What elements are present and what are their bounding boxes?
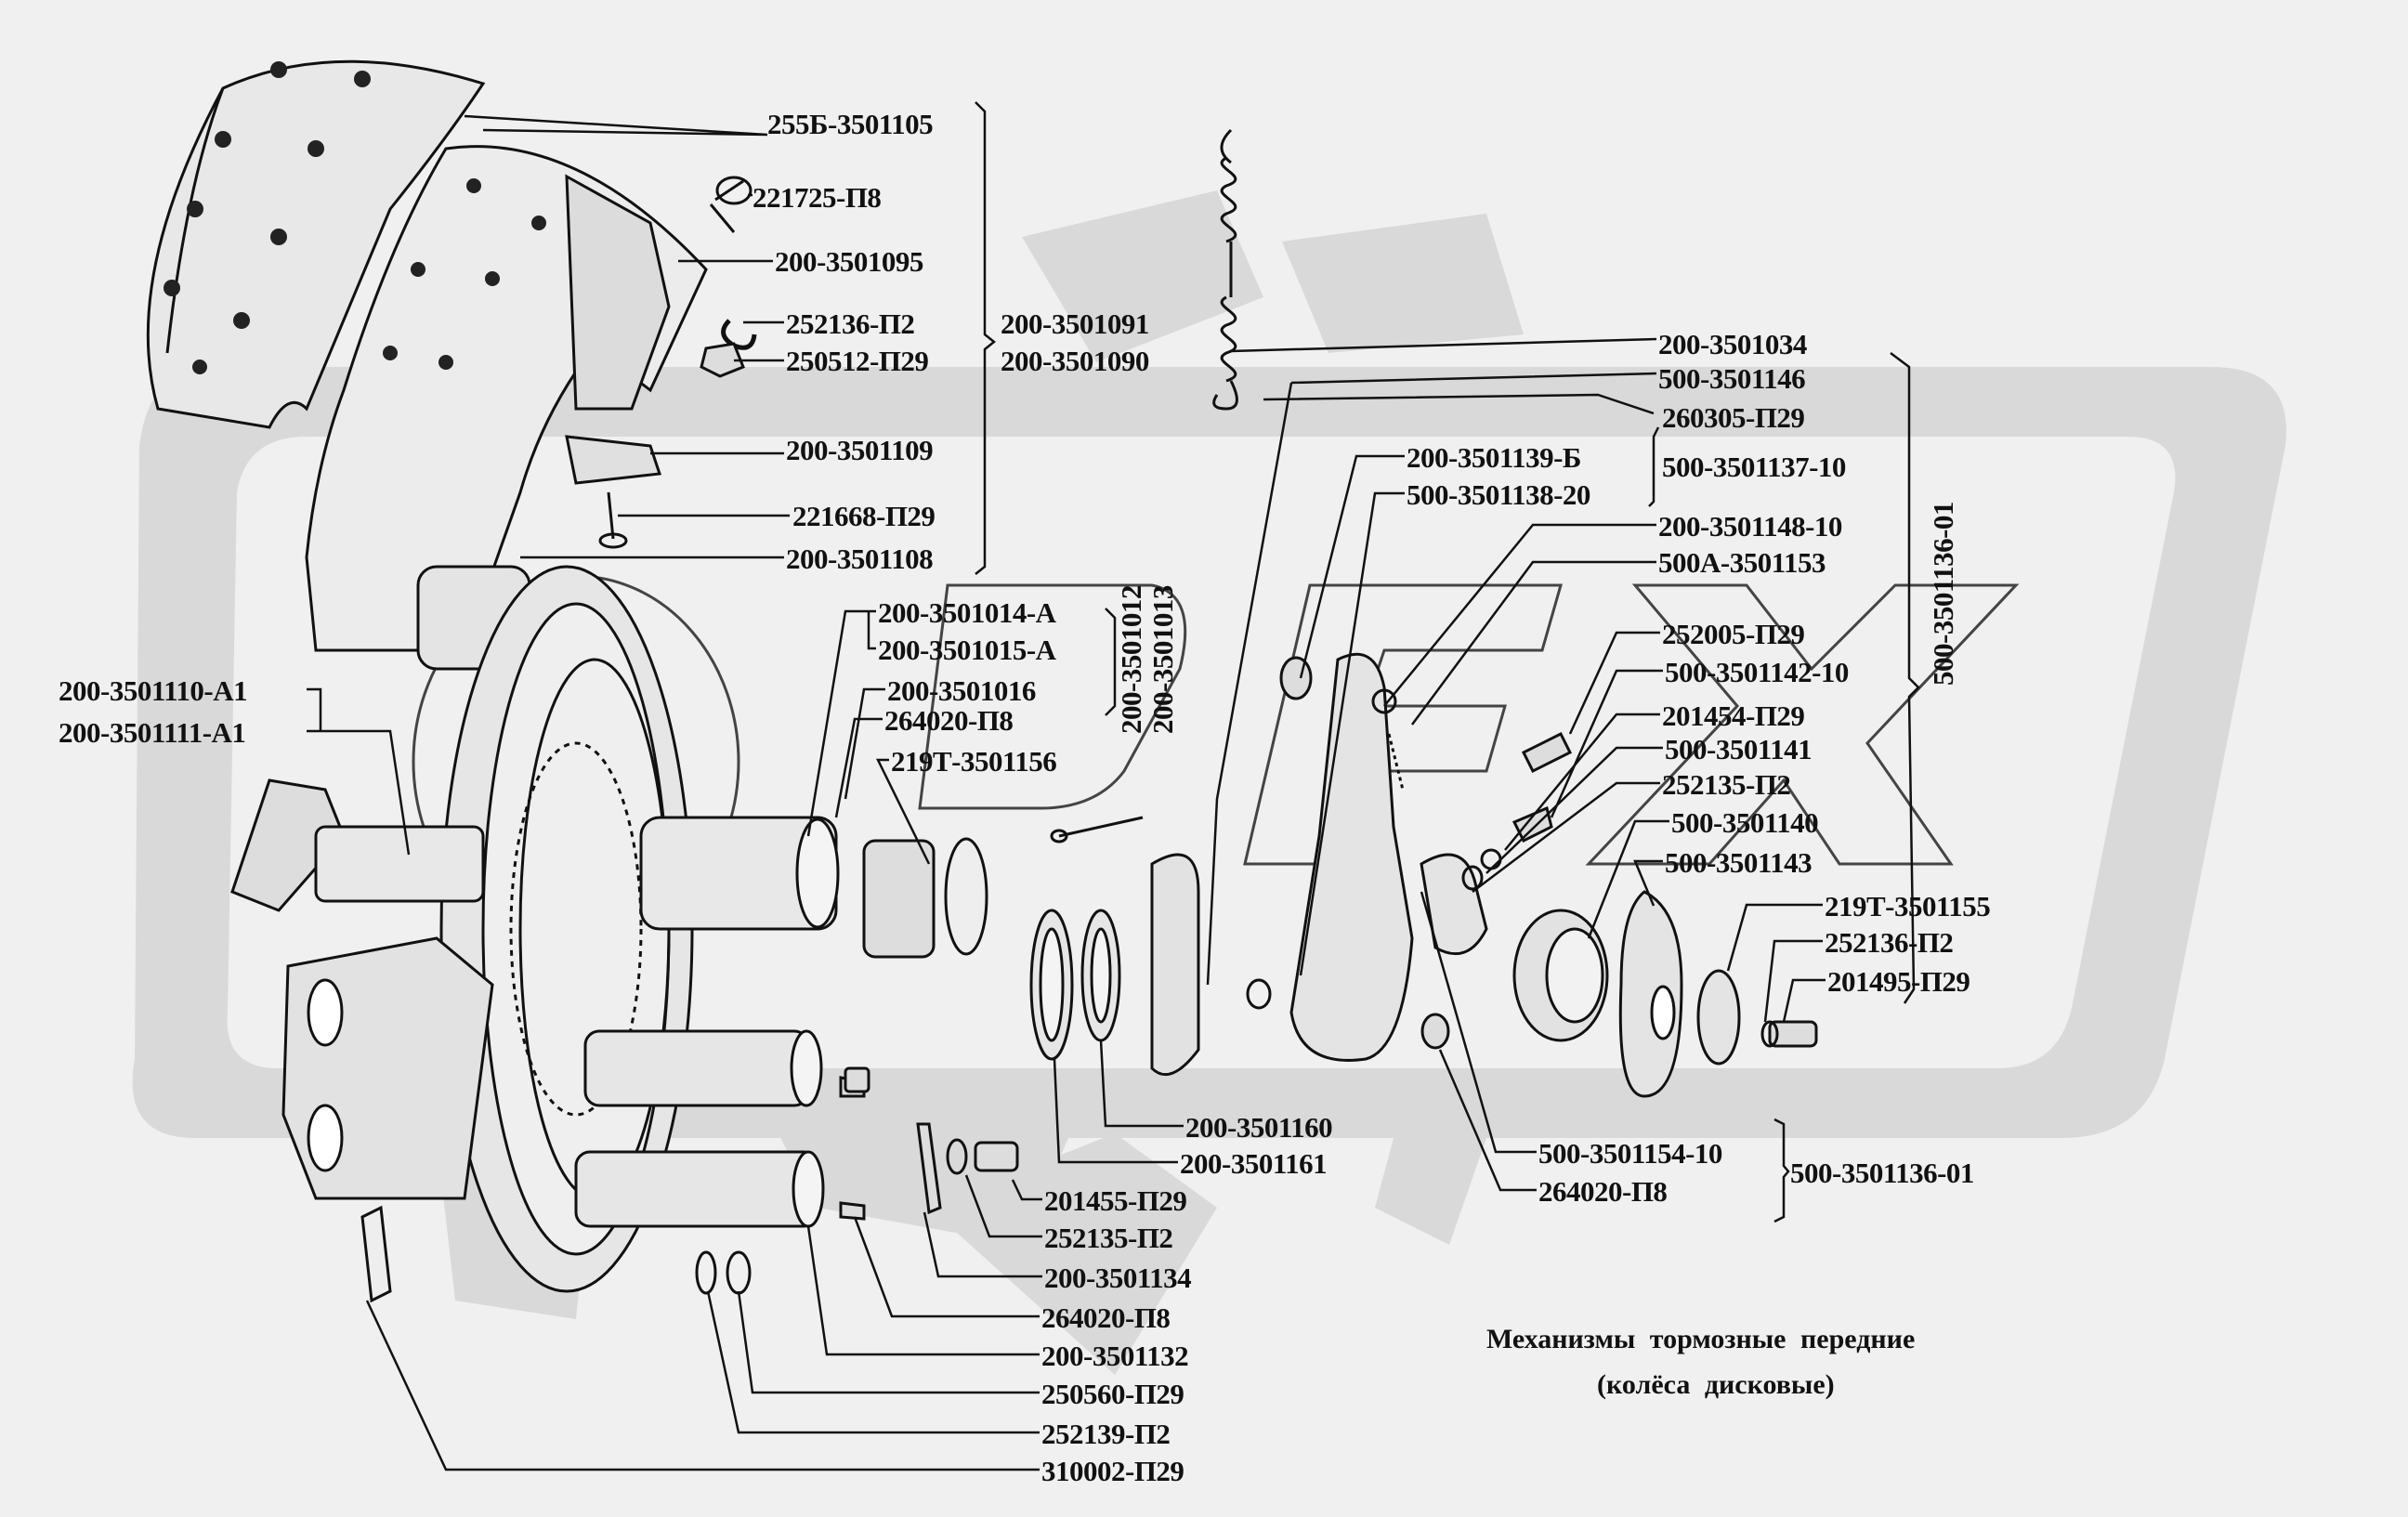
part-label-221668-p29: 221668-П29 bbox=[792, 500, 936, 532]
part-label-500-3501137-10: 500-3501137-10 bbox=[1662, 451, 1846, 483]
part-label-500-3501140: 500-3501140 bbox=[1671, 806, 1819, 839]
part-label-201495-p29: 201495-П29 bbox=[1827, 965, 1970, 998]
shoe-hardware bbox=[565, 176, 757, 549]
part-label-200-3501160: 200-3501160 bbox=[1185, 1111, 1333, 1144]
part-label-200-3501091: 200-3501091 bbox=[1001, 307, 1149, 340]
part-label-500-3501138-20: 500-3501138-20 bbox=[1407, 478, 1590, 511]
part-label-500-3501154-10: 500-3501154-10 bbox=[1538, 1137, 1722, 1170]
part-label-264020-p8: 264020-П8 bbox=[884, 704, 1014, 737]
part-label-200-3501015-a: 200-3501015-А bbox=[878, 634, 1056, 666]
part-label-200-3501148-10: 200-3501148-10 bbox=[1658, 510, 1842, 543]
part-label-250512-p29: 250512-П29 bbox=[786, 345, 929, 377]
part-label-252136-p2-right: 252136-П2 bbox=[1825, 926, 1954, 959]
part-label-252139-p2: 252139-П2 bbox=[1041, 1418, 1171, 1450]
part-label-250560-p29: 250560-П29 bbox=[1041, 1378, 1184, 1410]
part-label-252135-p2: 252135-П2 bbox=[1662, 768, 1791, 801]
worm-gear-cover bbox=[1512, 890, 1818, 1098]
part-label-200-3501090: 200-3501090 bbox=[1001, 345, 1149, 377]
part-label-200-3501161: 200-3501161 bbox=[1180, 1147, 1328, 1180]
part-label-500-3501143: 500-3501143 bbox=[1665, 846, 1813, 879]
part-label-252135-p2-bottom: 252135-П2 bbox=[1044, 1222, 1173, 1254]
part-label-200-3501016: 200-3501016 bbox=[887, 674, 1036, 707]
part-label-252136-p2: 252136-П2 bbox=[786, 307, 915, 340]
watermark-gear-tooth bbox=[1022, 190, 1263, 362]
part-label-200-3501014-a: 200-3501014-А bbox=[878, 596, 1056, 629]
part-label-200-3501110-a1: 200-3501110-А1 bbox=[59, 674, 248, 707]
part-label-200-3501095: 200-3501095 bbox=[775, 245, 923, 278]
part-label-200-3501034: 200-3501034 bbox=[1658, 328, 1807, 360]
part-label-201454-p29: 201454-П29 bbox=[1662, 700, 1805, 732]
part-label-264020-p8-bottom: 264020-П8 bbox=[1041, 1301, 1171, 1334]
leader-lines bbox=[307, 101, 1920, 1471]
anchor-bracket bbox=[281, 936, 494, 1303]
part-label-255b-3501105: 255Б-3501105 bbox=[767, 108, 934, 140]
part-label-200-3501108: 200-3501108 bbox=[786, 543, 934, 575]
part-label-221725-p8: 221725-П8 bbox=[752, 181, 882, 214]
part-label-500-3501136-01: 500-3501136-01 bbox=[1790, 1157, 1974, 1189]
part-label-200-3501134: 200-3501134 bbox=[1044, 1262, 1192, 1294]
part-label-200-3501012-vertical: 200-3501012 bbox=[1115, 585, 1147, 734]
axle-spindle bbox=[230, 778, 1144, 959]
part-label-252005-p29: 252005-П29 bbox=[1662, 618, 1805, 650]
part-label-500-3501146: 500-3501146 bbox=[1658, 362, 1806, 395]
part-label-500a-3501153: 500А-3501153 bbox=[1658, 546, 1826, 579]
part-label-264020-p8-right: 264020-П8 bbox=[1538, 1175, 1668, 1208]
adjusting-lever bbox=[1246, 652, 1573, 1062]
brake-shoe-outer bbox=[146, 59, 486, 429]
part-label-200-3501111-a1: 200-3501111-А1 bbox=[59, 716, 246, 749]
bearings-seals bbox=[844, 853, 1200, 1215]
part-label-310002-p29: 310002-П29 bbox=[1041, 1455, 1184, 1487]
diagram-title: Механизмы тормозные передние bbox=[1486, 1324, 1916, 1354]
part-label-200-3501109: 200-3501109 bbox=[786, 434, 934, 466]
part-label-500-3501142-10: 500-3501142-10 bbox=[1665, 656, 1849, 688]
part-label-200-3501013-vertical: 200-3501013 bbox=[1146, 585, 1179, 734]
watermark-letters bbox=[412, 574, 2020, 949]
part-label-219t-3501156: 219Т-3501156 bbox=[891, 745, 1057, 778]
watermark-gear-tooth bbox=[1375, 1138, 1486, 1245]
part-label-200-3501139-b: 200-3501139-Б bbox=[1407, 441, 1581, 474]
watermark-gear-tooth bbox=[929, 1133, 1217, 1375]
part-label-200-3501132: 200-3501132 bbox=[1041, 1340, 1189, 1372]
watermark-frame bbox=[132, 367, 2286, 1138]
part-label-219t-3501155: 219Т-3501155 bbox=[1825, 890, 1991, 922]
return-spring bbox=[1212, 128, 1238, 411]
watermark-gear-tooth bbox=[1282, 214, 1524, 353]
part-label-260305-p29: 260305-П29 bbox=[1662, 401, 1805, 434]
diagram-subtitle: (колёса дисковые) bbox=[1597, 1369, 1835, 1400]
brake-parts-drawing bbox=[146, 59, 1818, 1303]
part-label-201455-p29: 201455-П29 bbox=[1044, 1184, 1187, 1217]
part-label-500-3501141: 500-3501141 bbox=[1665, 733, 1813, 765]
part-label-500-3501136-01-vertical: 500-3501136-01 bbox=[1927, 502, 1959, 686]
